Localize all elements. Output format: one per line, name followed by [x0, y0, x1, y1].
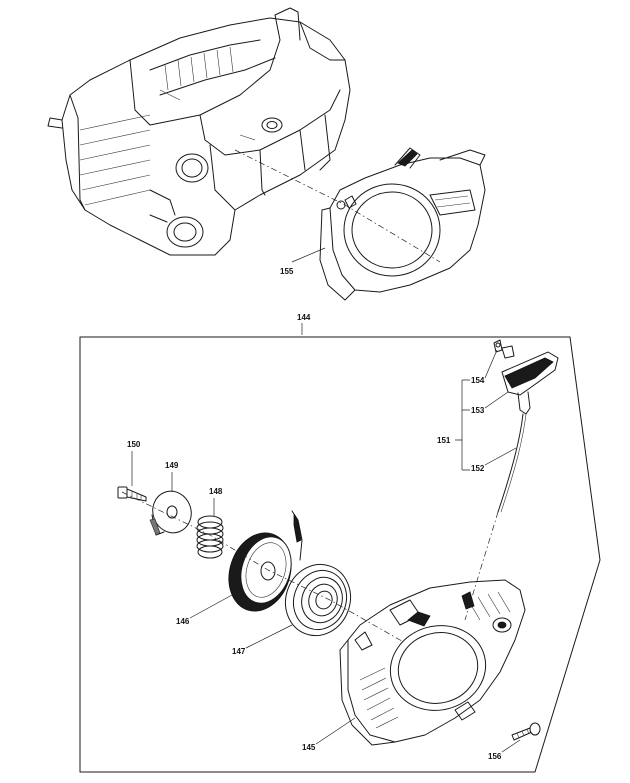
assembly-line-starter [121, 491, 441, 661]
screw-156 [511, 722, 541, 741]
bracket-151 [455, 379, 470, 471]
callout-154: 154 [471, 376, 485, 385]
starter-cover-145 [339, 579, 526, 746]
starter-handle-153 [501, 351, 559, 415]
starter-cover-top [319, 147, 486, 301]
callout-149: 149 [165, 461, 179, 470]
spring-148 [196, 515, 224, 559]
callout-148: 148 [209, 487, 223, 496]
callout-150: 150 [127, 440, 141, 449]
leader-156 [501, 739, 521, 753]
handle-clip-154 [493, 339, 515, 359]
callout-156: 156 [488, 752, 502, 761]
callout-147: 147 [232, 647, 246, 656]
callout-153: 153 [471, 406, 485, 415]
leader-153 [484, 391, 509, 409]
starter-rope-152 [497, 413, 527, 513]
leader-147 [245, 624, 293, 649]
pawl-washer-149 [149, 490, 192, 536]
callout-151: 151 [437, 436, 451, 445]
leader-152 [484, 447, 517, 466]
leader-155 [291, 247, 326, 263]
leader-145 [315, 717, 356, 745]
recoil-spring-147 [285, 563, 351, 637]
kit-boundary-box [79, 336, 601, 773]
leader-154 [484, 349, 498, 379]
callout-146: 146 [176, 617, 190, 626]
assembly-line-rope [464, 511, 499, 621]
callout-144: 144 [297, 313, 311, 322]
bolt-150 [117, 486, 147, 502]
leader-146 [189, 594, 233, 619]
pulley-146 [228, 510, 303, 612]
engine-housing [47, 7, 351, 256]
callout-145: 145 [302, 743, 316, 752]
callout-155: 155 [280, 267, 294, 276]
callout-152: 152 [471, 464, 485, 473]
